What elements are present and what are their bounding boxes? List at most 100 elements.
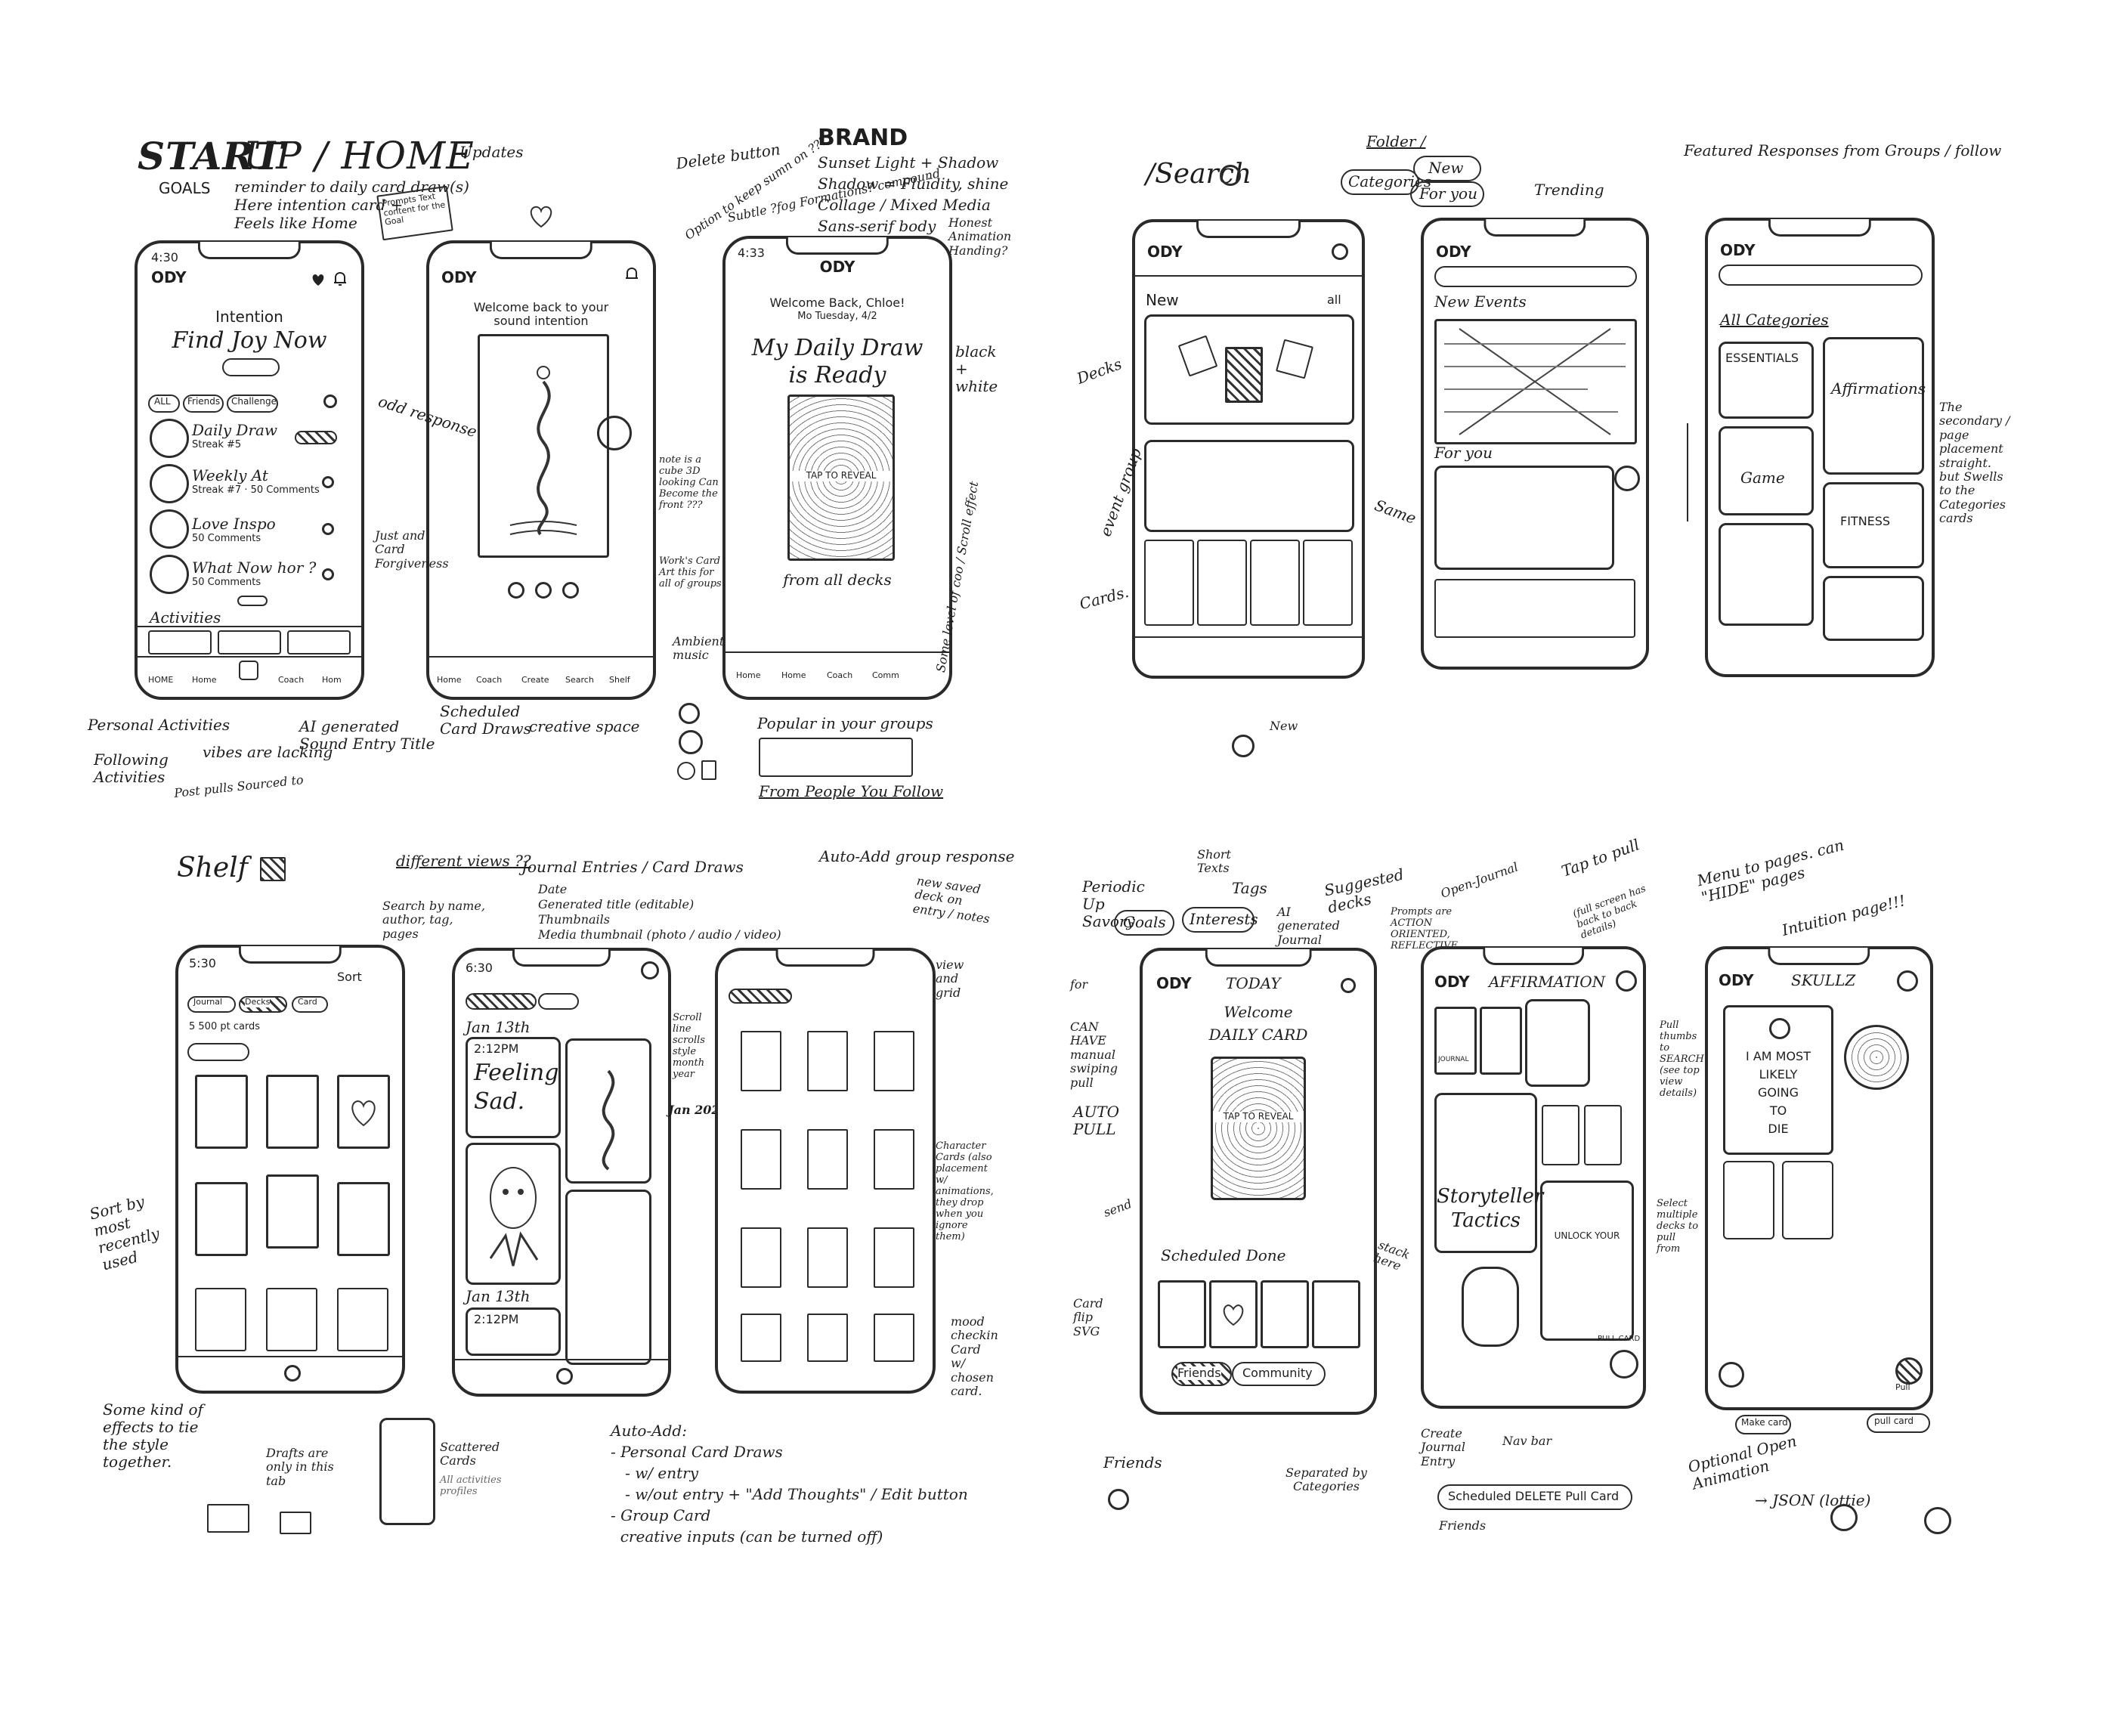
interests-pill[interactable]: Interests	[1182, 907, 1258, 933]
pull-card-pill[interactable]: pull card	[1867, 1413, 1930, 1433]
card-thumb[interactable]	[1723, 1161, 1774, 1239]
plus-icon[interactable]	[556, 1368, 573, 1385]
nav-search[interactable]: Search	[565, 675, 594, 685]
journal-card[interactable]: JOURNAL	[1434, 1007, 1477, 1075]
deck-card[interactable]	[266, 1288, 317, 1351]
categories-pill[interactable]: Categories	[1341, 169, 1431, 195]
card-thumb[interactable]	[807, 1227, 848, 1288]
sort-link[interactable]: Sort	[337, 970, 362, 984]
category-tile[interactable]	[1823, 576, 1924, 641]
nav-shelf[interactable]: Shelf	[609, 675, 630, 685]
row-toggle[interactable]	[295, 431, 337, 444]
make-card-pill[interactable]: Make card	[1735, 1415, 1791, 1434]
plus-icon[interactable]	[1616, 970, 1637, 992]
deck-card[interactable]	[195, 1075, 248, 1149]
nav-home-2[interactable]: Home	[192, 675, 217, 685]
goals-pill[interactable]: Goals	[1114, 910, 1174, 936]
bell-icon[interactable]	[333, 271, 348, 287]
chip-card[interactable]: Card	[292, 996, 328, 1013]
card-thumb[interactable]	[565, 1190, 651, 1365]
intention-pill-button[interactable]	[222, 358, 280, 376]
card-thumb[interactable]	[466, 1143, 561, 1285]
for-you-card[interactable]	[1434, 466, 1614, 570]
card-thumb[interactable]	[741, 1227, 781, 1288]
category-tile[interactable]: ESSENTIALS	[1719, 342, 1814, 419]
plus-icon[interactable]	[284, 1365, 301, 1382]
search-input[interactable]	[1434, 266, 1637, 287]
nav-coach[interactable]: Coach	[476, 675, 503, 685]
action-icon[interactable]	[535, 582, 552, 599]
nav-create[interactable]: Create	[521, 675, 549, 685]
intention-card[interactable]	[478, 334, 609, 558]
scheduled-bar[interactable]: Scheduled DELETE Pull Card	[1437, 1484, 1632, 1510]
chip-journal[interactable]: Journal	[187, 996, 236, 1013]
chip-decks[interactable]: Decks	[239, 996, 287, 1013]
pull-card-button[interactable]	[1610, 1350, 1638, 1379]
scheduled-card[interactable]	[1158, 1280, 1206, 1348]
deck-card[interactable]	[337, 1182, 390, 1256]
card-thumb[interactable]	[807, 1031, 848, 1091]
nav-home[interactable]: Home	[736, 670, 761, 680]
card-thumb[interactable]	[1250, 540, 1300, 626]
card-thumb[interactable]	[1197, 540, 1247, 626]
plus-icon[interactable]	[641, 961, 659, 979]
deck-card[interactable]	[195, 1182, 248, 1256]
pull-button[interactable]	[1895, 1357, 1923, 1385]
nav-home[interactable]: HOME	[148, 675, 174, 685]
action-icon[interactable]	[508, 582, 524, 599]
daily-card[interactable]: TAP TO REVEAL	[1211, 1057, 1306, 1200]
tab-friends[interactable]: Friends	[1171, 1362, 1232, 1386]
row-dot[interactable]	[322, 523, 334, 535]
card-thumb[interactable]	[874, 1227, 914, 1288]
search-icon[interactable]	[1332, 243, 1348, 260]
deck-card[interactable]	[1275, 339, 1314, 379]
event-group-card[interactable]	[1144, 440, 1354, 532]
settings-icon[interactable]	[1897, 970, 1918, 992]
chip-active[interactable]	[466, 993, 537, 1010]
category-tile[interactable]: Game	[1719, 426, 1814, 515]
for-you-pill[interactable]: For you	[1410, 181, 1484, 207]
deck-card[interactable]	[266, 1075, 319, 1149]
chip-friends[interactable]: Friends	[183, 395, 224, 413]
heart-icon[interactable]	[310, 271, 326, 287]
deck-card[interactable]	[266, 1174, 319, 1249]
chip-all[interactable]: ALL	[148, 395, 180, 413]
activity-card[interactable]	[218, 630, 281, 654]
scheduled-card[interactable]	[1209, 1280, 1258, 1348]
row-dot[interactable]	[322, 568, 334, 580]
deck-card[interactable]	[1177, 335, 1218, 377]
chip[interactable]	[538, 993, 579, 1010]
card-thumb[interactable]	[1542, 1105, 1579, 1165]
chip-active[interactable]	[729, 989, 792, 1004]
card-thumb[interactable]	[874, 1314, 914, 1362]
scheduled-card[interactable]	[1261, 1280, 1309, 1348]
card-thumb[interactable]	[807, 1129, 848, 1190]
nav-home-2[interactable]: Home	[781, 670, 806, 680]
journal-entry-card[interactable]: 2:12PM	[466, 1307, 561, 1356]
deck-card[interactable]	[195, 1288, 246, 1351]
action-icon[interactable]	[562, 582, 579, 599]
storyteller-deck[interactable]: Storyteller Tactics	[1434, 1093, 1543, 1253]
category-tile[interactable]	[1719, 523, 1814, 626]
all-link[interactable]: all	[1327, 292, 1341, 307]
pill-card[interactable]	[1462, 1267, 1519, 1347]
activity-card[interactable]	[148, 630, 212, 654]
deck-card[interactable]	[1225, 347, 1263, 403]
nav-home[interactable]: Home	[437, 675, 462, 685]
popular-groups-box[interactable]	[759, 738, 913, 777]
events-panel[interactable]	[1434, 319, 1637, 444]
deck-carousel[interactable]	[1144, 314, 1354, 425]
activity-card[interactable]	[287, 630, 351, 654]
plus-icon[interactable]	[239, 661, 258, 680]
card-thumb[interactable]	[1584, 1105, 1622, 1165]
card-thumb[interactable]	[1480, 1007, 1522, 1075]
list-item[interactable]	[1434, 579, 1635, 638]
card-thumb[interactable]	[1782, 1161, 1833, 1239]
chip-challenge[interactable]: Challenge	[227, 395, 278, 413]
new-pill[interactable]: New	[1413, 156, 1481, 181]
category-tile[interactable]: FITNESS	[1823, 482, 1924, 568]
nav-coach[interactable]: Coach	[278, 675, 305, 685]
nav-coach[interactable]: Coach	[827, 670, 853, 680]
deck-card[interactable]	[337, 1288, 388, 1351]
card-thumb[interactable]	[874, 1129, 914, 1190]
